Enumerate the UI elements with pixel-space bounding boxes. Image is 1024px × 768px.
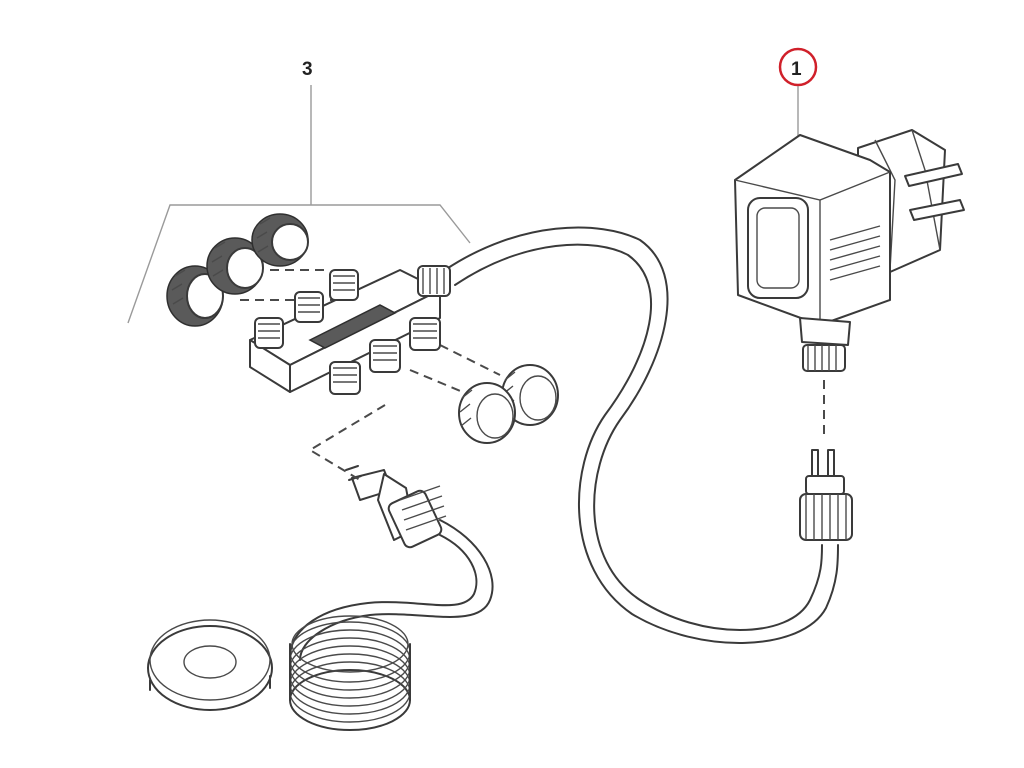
power-plug-transformer-icon	[734, 129, 965, 372]
cable-coil-icon	[289, 615, 411, 731]
cable-plug-icon	[345, 465, 447, 549]
sensor-disc-icon	[147, 619, 273, 711]
connector-distributor-icon	[249, 265, 451, 395]
sealing-caps-right-icon	[458, 364, 559, 444]
callout-1-circle	[778, 47, 818, 87]
main-cable	[444, 226, 839, 644]
callout-label-3: 3	[302, 59, 313, 80]
callout-label-1: 1	[791, 59, 802, 80]
sealing-caps-icon	[166, 213, 309, 327]
cable-connector-right-icon	[799, 449, 853, 541]
callout-3-bracket	[127, 85, 471, 324]
coil-cable	[289, 519, 494, 661]
